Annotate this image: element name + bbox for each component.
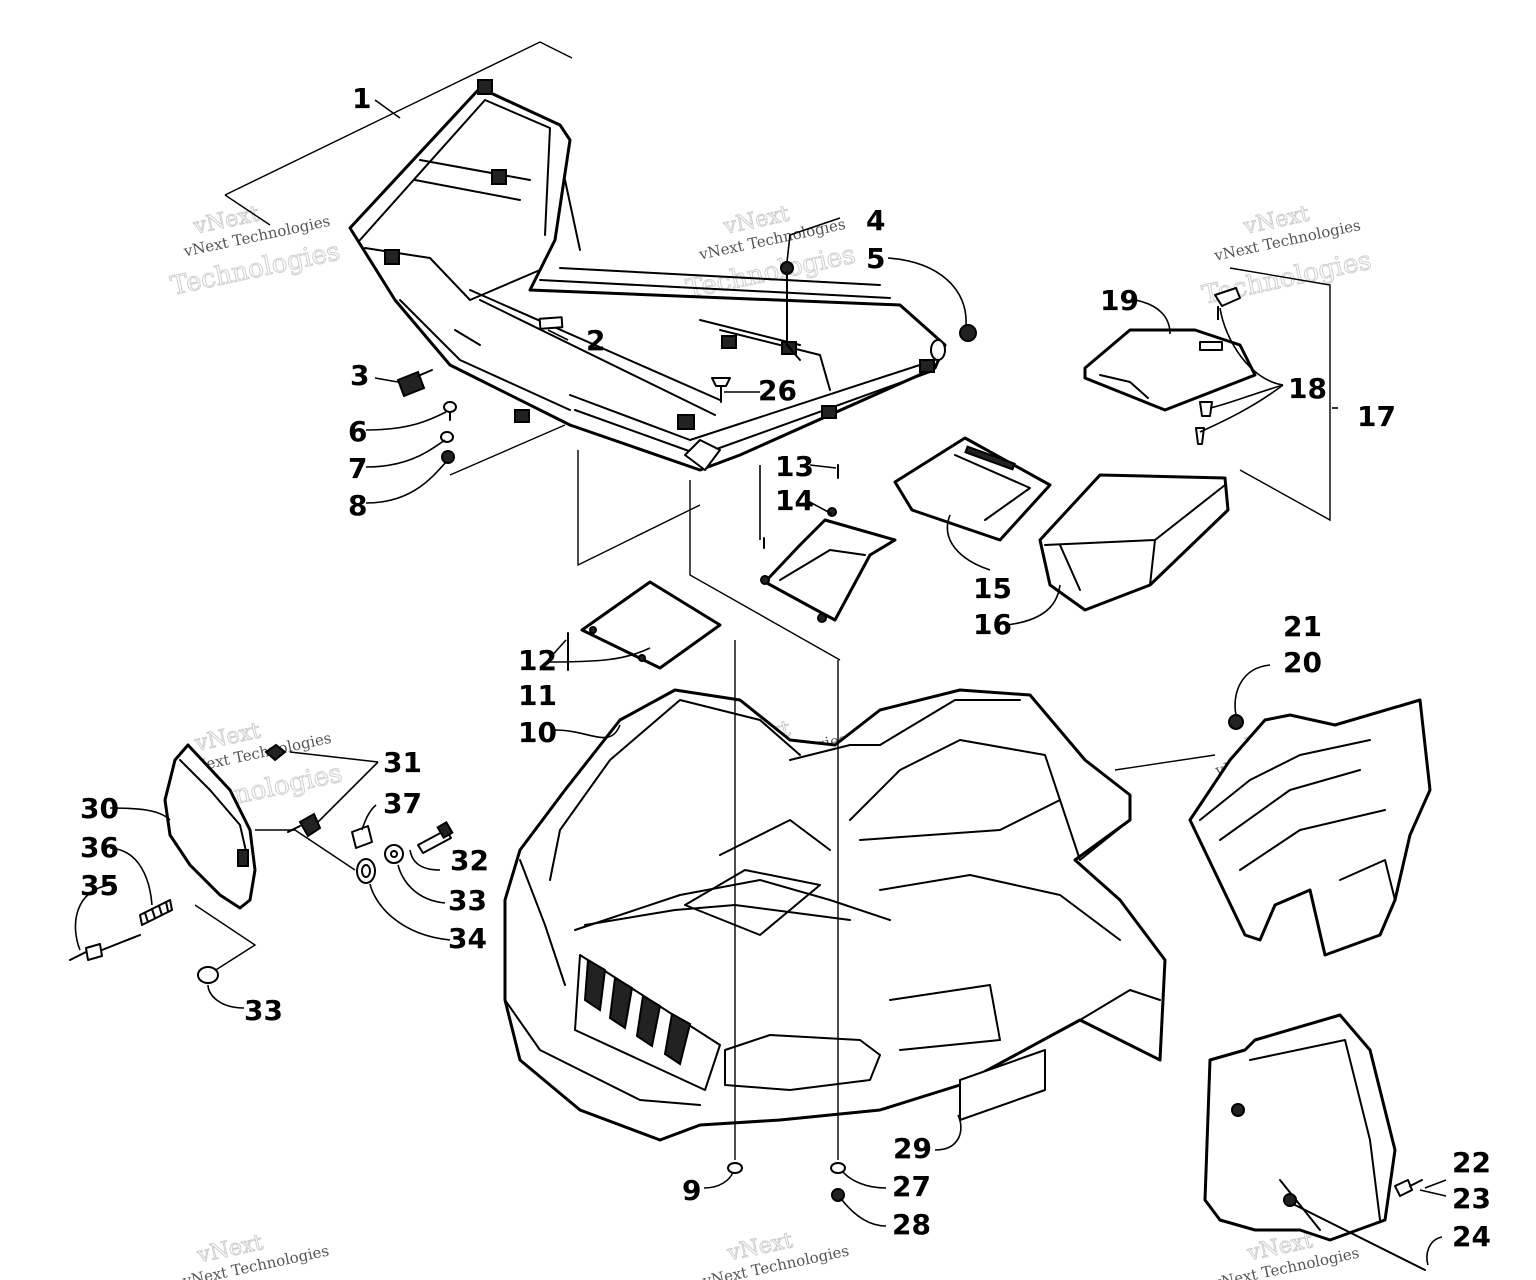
callout-21: 21	[1283, 610, 1322, 643]
callout-33-lower: 33	[244, 994, 283, 1027]
fastener-lines	[727, 640, 846, 1202]
callout-12: 12	[518, 644, 557, 677]
callout-17: 17	[1357, 400, 1396, 433]
leader-lines	[74, 99, 1447, 1266]
callout-16: 16	[973, 608, 1012, 641]
callout-18: 18	[1288, 372, 1327, 405]
callout-13: 13	[775, 450, 814, 483]
callout-26: 26	[758, 374, 797, 407]
rack-guides	[449, 424, 841, 661]
callout-27: 27	[892, 1170, 931, 1203]
callout-23: 23	[1452, 1182, 1491, 1215]
callout-11: 11	[518, 679, 557, 712]
callout-10: 10	[518, 716, 557, 749]
callout-labels: 1 2 3 4 5 6 7 8 9 10 11 12 13 14 15 16 1…	[80, 82, 1491, 1253]
callout-34: 34	[448, 922, 487, 955]
callout-30: 30	[80, 792, 119, 825]
callout-5: 5	[866, 242, 885, 275]
front-rack	[224, 41, 977, 472]
headlight-assembly	[69, 743, 454, 984]
callout-24: 24	[1452, 1220, 1491, 1253]
callout-20: 20	[1283, 646, 1322, 679]
callout-6: 6	[348, 415, 367, 448]
callout-3: 3	[350, 359, 369, 392]
callout-36: 36	[80, 831, 119, 864]
callout-19: 19	[1100, 284, 1139, 317]
callout-4: 4	[866, 204, 885, 237]
callout-7: 7	[348, 452, 367, 485]
callout-31: 31	[383, 746, 422, 779]
plate	[567, 580, 722, 671]
decal	[959, 1049, 1046, 1121]
watermark-top-left: vNext vNext Technologies Technologies	[168, 201, 344, 302]
callout-35: 35	[80, 869, 119, 902]
callout-8: 8	[348, 489, 367, 522]
watermark-top-right: vNext vNext Technologies Technologies	[1199, 201, 1375, 311]
watermark-bottom-center: vNext vNext Technologies	[700, 1228, 850, 1280]
callout-32: 32	[450, 844, 489, 877]
front-body-panel	[503, 688, 1167, 1142]
rack-hardware	[396, 261, 801, 464]
callout-29: 29	[893, 1132, 932, 1165]
callout-37: 37	[383, 787, 422, 820]
callout-28: 28	[892, 1208, 931, 1241]
storage-cover	[760, 267, 1331, 623]
callout-15: 15	[973, 572, 1012, 605]
callout-14: 14	[775, 484, 814, 517]
side-panel	[1114, 698, 1432, 957]
lower-side-panel	[1203, 1013, 1426, 1271]
callout-9: 9	[682, 1174, 701, 1207]
callout-22: 22	[1452, 1146, 1491, 1179]
callout-33: 33	[448, 884, 487, 917]
callout-1: 1	[352, 82, 371, 115]
callout-2: 2	[586, 324, 605, 357]
watermark-bottom-left: vNext vNext Technologies	[180, 1230, 330, 1280]
